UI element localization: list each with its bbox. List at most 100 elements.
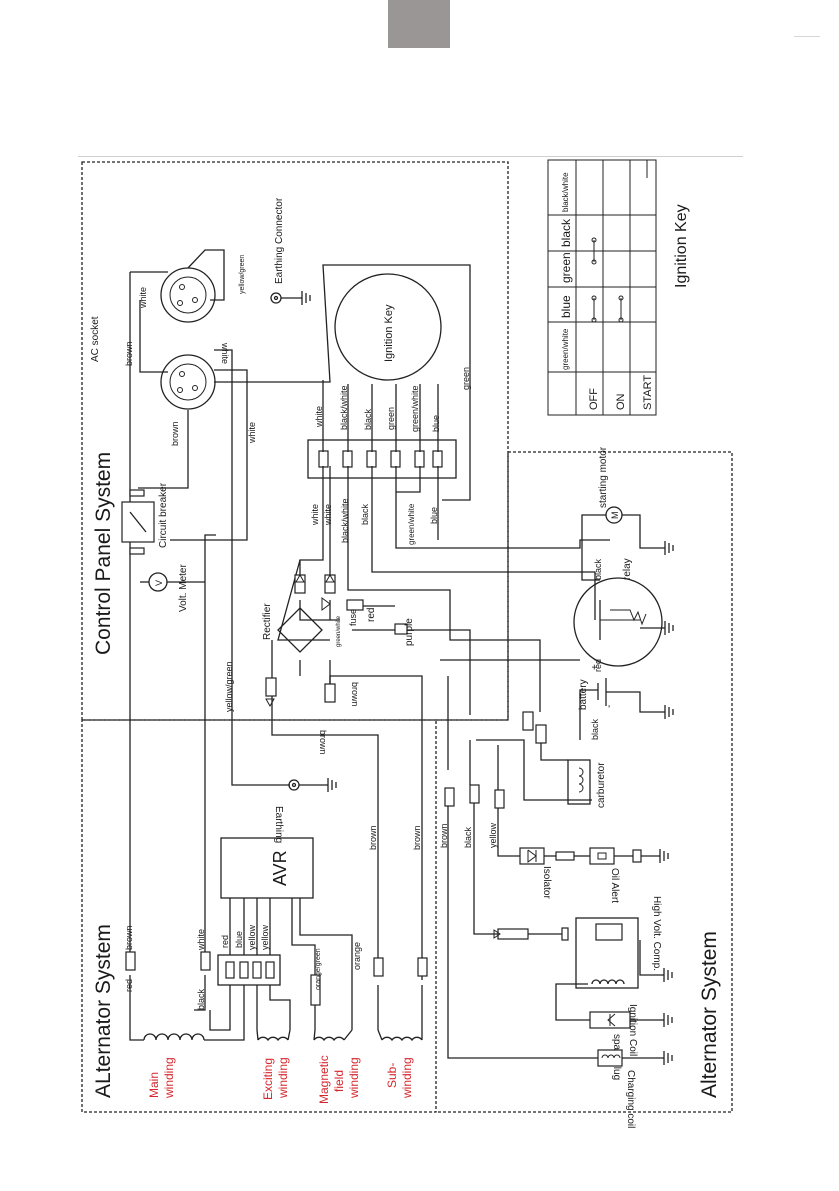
earthing-connector-label: Earthing Connector (274, 197, 285, 284)
wire-label-red-avr: red (220, 935, 230, 948)
relay (573, 577, 663, 667)
wire-label-orange-green: orange/green (315, 948, 322, 990)
motor-symbol: M (610, 512, 620, 520)
oil-alert-label: Oil Alert (609, 868, 620, 903)
wire-label-brown-rect: brown (350, 682, 360, 707)
ground-symbol (659, 849, 669, 863)
wire-label-black-key: black (363, 408, 373, 430)
winding-main-2: winding (162, 1057, 176, 1099)
ignition-key-label: Ignition Key (383, 304, 395, 362)
control-panel-box (81, 161, 509, 721)
alternator-left-box (81, 719, 437, 1113)
battery: + - (579, 664, 665, 740)
avr (220, 837, 314, 899)
battery-plus: + (590, 664, 601, 670)
carburetor-label: carburetor (596, 762, 607, 808)
charging-coil-label: Charging coil (625, 1070, 636, 1128)
alternator-left-title: ALternator System (92, 924, 115, 1098)
wire-label-red-battery: red (593, 659, 603, 672)
wire-label-green-white-rect: green/white (336, 615, 342, 647)
table-row-on: ON (615, 393, 627, 410)
volt-meter-symbol: V (154, 580, 164, 586)
wire-label-blue-key: blue (431, 415, 441, 432)
connector-pins (318, 450, 443, 468)
control-panel-wires (129, 249, 610, 980)
avr-connector-pins (125, 784, 505, 1006)
winding-magnetic-1: Magnetic (317, 1055, 331, 1104)
right-alternator-wires (447, 803, 664, 1059)
high-volt-connector (497, 928, 529, 940)
table-title: Ignition Key (673, 204, 690, 288)
wire-label-black-main: black (196, 988, 206, 1010)
table-row-start: START (642, 375, 654, 410)
wire-label-white-conn1: white (310, 504, 320, 526)
earthing-label: Earthing (273, 806, 284, 843)
wire-label-blue-conn: blue (429, 507, 439, 524)
alternator-right-title: Alternator System (698, 931, 721, 1098)
rectifier (265, 573, 336, 708)
ground-symbol (664, 541, 674, 555)
fuse (346, 599, 364, 611)
winding-main-1: Main (147, 1072, 161, 1098)
starting-motor-label: starting motor (598, 446, 609, 508)
table-col-green: green (559, 252, 573, 283)
table-col-black: black (559, 218, 573, 247)
wire-label-brown-main: brown (124, 925, 134, 950)
wire-label-white-ac2: white (220, 342, 230, 364)
wire-label-black-white-key: black/white (339, 385, 349, 430)
wire-label-yellow-green: yellow/green (224, 661, 234, 712)
control-panel-title: Control Panel System (92, 452, 115, 655)
wire-label-orange: orange (352, 942, 362, 970)
wire-label-white-mid: white (247, 422, 257, 444)
charging-coil (597, 1049, 623, 1067)
wire-label-white-ac: white (138, 287, 148, 309)
earthing-terminal (288, 779, 300, 791)
wire-label-white-main: white (196, 929, 206, 951)
table-col-green-white: green/white (561, 328, 570, 370)
high-volt-comp (575, 917, 639, 989)
winding-sub-1: Sub- (385, 1063, 399, 1088)
wire-label-yellow-right: yellow (488, 822, 498, 848)
wire-label-green-white-conn: green/white (407, 503, 416, 545)
ac-socket (160, 267, 216, 410)
wire-label-red-main: red (124, 979, 134, 992)
isolator-link (555, 851, 575, 861)
earthing-connector-terminal (270, 292, 282, 304)
wire-label-red-fuse: red (366, 608, 377, 622)
wire-label-black-right: black (463, 826, 473, 848)
wire-label-black-battery: black (590, 718, 600, 740)
winding-magnetic-2: field (332, 1070, 346, 1092)
wire-label-brown-ac: brown (124, 341, 134, 366)
wire-label-black-relay: black (593, 558, 603, 580)
isolator-label: Isolator (541, 866, 552, 899)
winding-magnetic-3: winding (347, 1057, 361, 1099)
rectifier-label: Rectifier (262, 603, 273, 640)
carburetor (567, 759, 591, 805)
windings (129, 1029, 423, 1042)
volt-meter-label: Volt. Meter (178, 564, 189, 612)
battery-label: battery (578, 679, 589, 710)
wire-label-yellow-avr2: yellow (260, 924, 270, 950)
winding-exciting-1: Exciting (261, 1058, 275, 1100)
avr-label: AVR (270, 850, 290, 886)
ignition-key (334, 273, 442, 381)
ground-symbol (327, 778, 337, 792)
spark-plug (589, 1011, 631, 1029)
high-volt-comp-label: High Volt. Comp. (651, 896, 662, 971)
wire-label-green-loop: green (461, 367, 471, 390)
ignition-coil-label: Ignition Coil (627, 1004, 638, 1056)
battery-minus: - (604, 705, 615, 708)
wire-label-green-white-key: green/white (410, 385, 420, 432)
purple-connector (394, 623, 408, 635)
table-row-off: OFF (588, 388, 600, 410)
alternator-right-box (436, 451, 733, 1113)
tab-line (794, 36, 820, 37)
ground-symbol (301, 291, 311, 305)
wire-label-blue-avr: blue (234, 931, 244, 948)
oil-alert (589, 847, 615, 865)
wire-label-green-key: green (386, 407, 396, 430)
relay-label: relay (622, 558, 633, 580)
wire-labels: white brown white yellow/green brown whi… (124, 255, 603, 1010)
wire-label-yellow-avr1: yellow (247, 924, 257, 950)
